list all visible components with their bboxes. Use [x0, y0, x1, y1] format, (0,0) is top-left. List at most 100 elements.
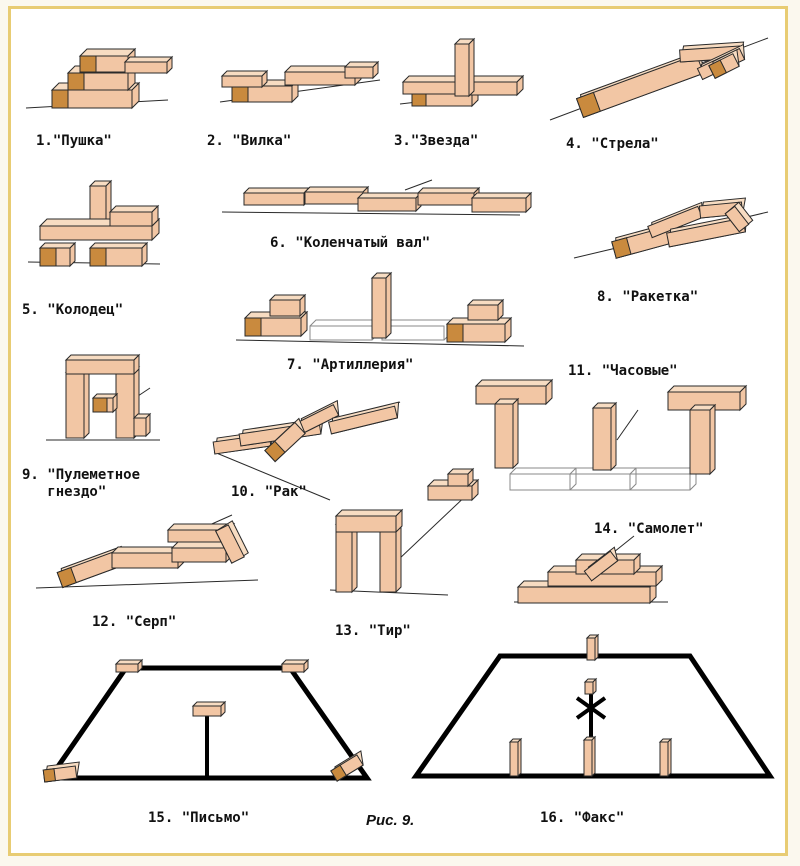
block: [281, 663, 305, 673]
ground-line: [397, 489, 473, 561]
figure-rak: [212, 399, 401, 501]
ground-line: [616, 409, 639, 441]
block: [584, 681, 594, 695]
block: [335, 515, 397, 533]
ghost-block-outline: [509, 473, 571, 491]
block-side: [112, 392, 118, 414]
block: [724, 205, 750, 233]
figure-raketka: [573, 197, 769, 259]
block-top: [303, 186, 370, 193]
figure-tir: [329, 467, 480, 596]
block-end: [575, 91, 601, 119]
block: [471, 197, 527, 213]
block-top: [242, 187, 311, 194]
label-rak: 10. "Рак": [231, 484, 307, 500]
block: [447, 473, 469, 487]
figure-vilka: [219, 60, 381, 104]
block-top: [108, 205, 160, 213]
block-top: [474, 379, 554, 387]
label-pismo: 15. "Письмо": [148, 810, 250, 826]
ground-line: [613, 535, 635, 553]
block-top: [64, 354, 141, 361]
block-top: [38, 242, 77, 249]
figure-kolenchaty-val: [221, 179, 533, 216]
block-side: [709, 403, 716, 476]
block: [467, 304, 499, 321]
block-side: [83, 365, 90, 440]
block: [327, 405, 399, 435]
block: [124, 61, 168, 74]
ground-line: [221, 211, 521, 216]
label-artilleriya: 7. "Артиллерия": [287, 357, 414, 373]
block-top: [220, 70, 269, 77]
ghost-block-outline: [309, 319, 379, 341]
block-end: [611, 237, 632, 259]
block-top: [88, 242, 149, 249]
label-kolodets: 5. "Колодец": [22, 302, 124, 318]
ghost-block-outline: [629, 473, 691, 491]
ghost-block-outline: [509, 467, 577, 491]
block-end: [231, 85, 249, 103]
block-side: [385, 271, 392, 340]
ground-line: [35, 579, 259, 589]
block-end: [51, 89, 69, 109]
label-kolenchaty-val: 6. "Коленчатый вал": [270, 235, 431, 251]
figure-serp: [35, 514, 259, 589]
block: [592, 407, 612, 471]
block-top: [268, 294, 307, 301]
block-end: [330, 764, 348, 782]
block: [109, 211, 153, 227]
figure-chasovye: [474, 378, 748, 491]
block: [379, 523, 397, 593]
ground-line: [235, 339, 525, 347]
block-side: [610, 401, 617, 472]
block-top: [356, 192, 423, 199]
block: [115, 371, 135, 439]
block: [344, 66, 374, 79]
label-pushka: 1."Пушка": [36, 133, 112, 149]
block: [335, 523, 353, 593]
block-end: [79, 55, 97, 73]
block: [304, 191, 364, 205]
figure-zvezda: [399, 37, 525, 108]
block-end: [89, 247, 107, 267]
block: [215, 524, 245, 564]
block-end: [244, 317, 262, 337]
ghost-block-outline: [629, 467, 697, 491]
block: [494, 403, 514, 469]
block-end: [92, 397, 108, 413]
block: [65, 371, 85, 439]
figure-artilleriya: [235, 271, 525, 347]
label-pulemetnoe-gnezdo: 9. "Пулеметное гнездо": [22, 467, 141, 500]
ghost-block-outline: [309, 325, 373, 341]
block-top: [78, 48, 137, 57]
label-zvezda: 3."Звезда": [394, 133, 479, 149]
block: [115, 663, 139, 673]
block-top: [334, 509, 404, 517]
block: [357, 197, 417, 212]
block: [269, 299, 301, 317]
figure-strela: [549, 37, 769, 121]
label-samolet: 14. "Самолет": [594, 521, 704, 537]
block: [111, 552, 179, 569]
block: [221, 75, 263, 88]
figure-kolodets: [27, 179, 161, 268]
block: [192, 705, 222, 717]
block: [454, 43, 470, 97]
figure-pismo: [42, 658, 372, 783]
fax-star-mark: [575, 694, 607, 722]
block: [689, 409, 711, 475]
block-side: [512, 397, 519, 470]
label-vilka: 2. "Вилка": [207, 133, 292, 149]
ground-line: [213, 451, 331, 501]
block: [583, 739, 593, 777]
block-end: [39, 247, 57, 267]
block: [427, 485, 473, 501]
block-end: [42, 768, 57, 783]
block-end: [264, 440, 286, 463]
ghost-block-outline: [569, 473, 631, 491]
block-side: [468, 37, 475, 98]
figure-faks: [411, 633, 775, 779]
block: [171, 547, 227, 563]
figure-caption: Рис. 9.: [366, 812, 415, 829]
